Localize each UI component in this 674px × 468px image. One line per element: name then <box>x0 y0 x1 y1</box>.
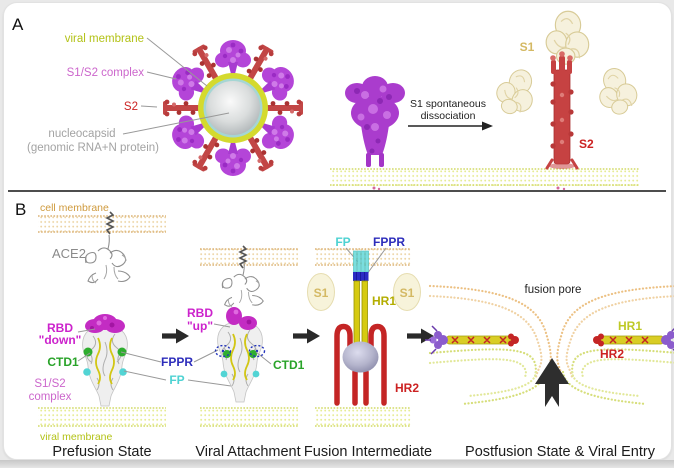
fp-label: FP <box>169 373 184 387</box>
stage-prefusion: ACE2 RBD "down" CTD1 S1/S2 complex viral <box>29 211 166 443</box>
ace2-tm-helix-1 <box>105 211 115 235</box>
arrow-1 <box>162 328 189 344</box>
cell-membrane-band-1 <box>38 215 166 233</box>
viral-membrane-band-2 <box>200 407 298 427</box>
spike-rbd-up <box>214 307 266 403</box>
hr2-post-label: HR2 <box>600 347 624 361</box>
nucleocapsid-sphere <box>206 81 260 135</box>
leader-viral-membrane <box>146 37 208 87</box>
leader-fppr <box>120 349 219 363</box>
leader-rbd-up <box>213 323 231 328</box>
hr1-label: HR1 <box>372 294 396 308</box>
caption-attachment: Viral Attachment <box>195 444 300 460</box>
viral-entry-arrow-up <box>535 358 569 407</box>
cell-membrane-band-2 <box>200 248 298 266</box>
s2-core-sphere <box>342 341 379 373</box>
postfusion-s2-rod <box>545 51 579 170</box>
stage-attachment: RBD "up" CTD1 <box>187 245 305 427</box>
s2-label: S2 <box>124 101 138 113</box>
leader-fp <box>123 370 232 387</box>
s1s2-complex-label-b1: S1/S2 <box>34 378 65 390</box>
hr2-loop-left <box>334 323 353 406</box>
fp-top-label: FP <box>335 235 350 249</box>
s1-free-label: S1 <box>520 40 535 54</box>
hr1-post-label: HR1 <box>618 319 642 333</box>
leader-ctd1-a <box>77 352 91 362</box>
hr1-rod <box>353 280 360 345</box>
leader-ctd1-b <box>255 351 272 365</box>
arrow-2 <box>293 328 320 344</box>
fppr-label: FPPR <box>161 355 193 369</box>
leader-s2 <box>140 105 158 108</box>
caption-postfusion: Postfusion State & Viral Entry <box>465 444 656 460</box>
viral-membrane-band-1 <box>38 407 166 427</box>
s1-oval-right <box>393 273 421 311</box>
viral-membrane-label: viral membrane <box>65 33 144 45</box>
rbd-up-label-1: RBD <box>187 306 213 320</box>
prefusion-spike <box>345 76 405 167</box>
viral-membrane-band-3 <box>315 407 411 427</box>
panel-a-letter: A <box>12 15 24 34</box>
s1s2-complex-label: S1/S2 complex <box>67 67 145 79</box>
s1-right-label: S1 <box>400 286 415 300</box>
s1-left-label: S1 <box>314 286 329 300</box>
nucleocapsid-label-2: (genomic RNA+N protein) <box>27 142 159 154</box>
stage-fusion-intermediate: FP FPPR S1 S1 HR1 HR2 <box>307 235 421 427</box>
s1-oval-left <box>307 273 335 311</box>
leader-s1s2 <box>146 71 177 80</box>
extended-spike <box>334 250 387 406</box>
leader-rbd-down <box>77 328 96 333</box>
nucleocapsid-label-1: nucleocapsid <box>48 128 115 140</box>
dissociation-label-2: dissociation <box>421 110 476 122</box>
panel-b-letter: B <box>15 200 26 219</box>
s2-post-label: S2 <box>579 137 594 151</box>
viral-membrane-label-b: viral membrane <box>40 431 113 443</box>
spike-prefusion-b <box>81 314 129 407</box>
s1s2-complex-label-b2: complex <box>29 391 72 403</box>
page-bottom-bar <box>0 460 674 468</box>
rbd-down-label-1: RBD <box>47 321 73 335</box>
ctd1-label-b: CTD1 <box>273 358 305 372</box>
fppr-top-label: FPPR <box>373 235 405 249</box>
rbd-up-label-2: "up" <box>187 319 213 333</box>
rbd-down-label-2: "down" <box>39 333 82 347</box>
hr2-label: HR2 <box>395 381 419 395</box>
hr2-loop-right <box>368 323 387 406</box>
ace2-tm-helix-2 <box>238 245 248 269</box>
postfusion-spike-left <box>425 325 519 355</box>
postfusion-spike-right <box>593 327 674 352</box>
caption-prefusion: Prefusion State <box>52 444 151 460</box>
ctd1-label-a: CTD1 <box>47 355 79 369</box>
leader-nucleocapsid <box>122 112 230 135</box>
stage-postfusion: fusion pore <box>425 284 674 407</box>
hr2-center-legs <box>352 369 369 406</box>
panel-a: A viral membrane S1/S2 complex S2 nucleo… <box>12 10 642 191</box>
cell-membrane-label: cell membrane <box>40 202 109 214</box>
fusion-pore-label: fusion pore <box>525 284 582 296</box>
ace2-label: ACE2 <box>52 246 86 261</box>
dissociation-label-1: S1 spontaneous <box>410 98 486 110</box>
dissociation-arrow <box>408 121 493 131</box>
panel-b: B cell membrane ACE2 RBD "down" <box>15 200 674 460</box>
caption-intermediate: Fusion Intermediate <box>304 444 432 460</box>
viral-membrane-band-a <box>330 168 640 191</box>
virion <box>163 40 303 176</box>
